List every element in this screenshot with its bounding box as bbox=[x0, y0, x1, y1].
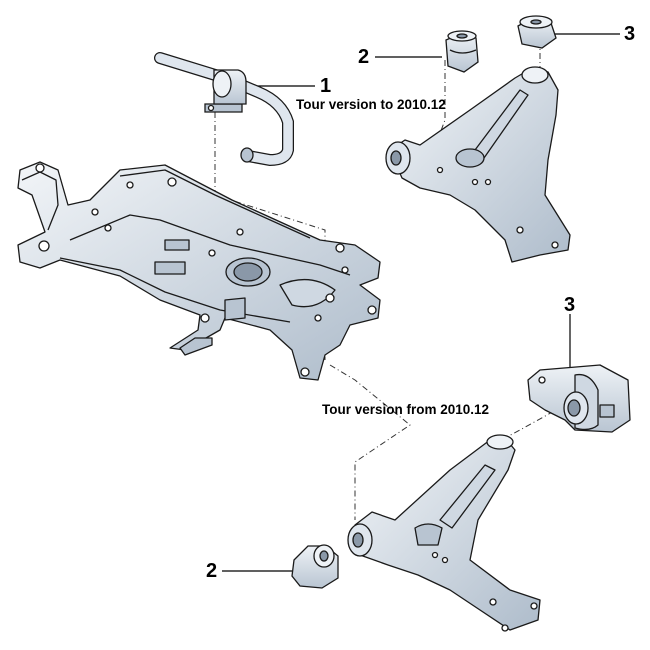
bracket-bushing-3-bottom bbox=[527, 364, 631, 433]
bushing-3-top bbox=[517, 15, 557, 49]
caption-from-2010: Tour version from 2010.12 bbox=[322, 402, 490, 417]
subframe bbox=[17, 161, 381, 381]
bushing-2-top bbox=[445, 30, 479, 73]
stabilizer-bar bbox=[154, 52, 294, 167]
callout-2-top: 2 bbox=[358, 46, 370, 68]
bushing-2-bottom bbox=[291, 544, 339, 589]
control-arm-top bbox=[385, 66, 571, 263]
callout-2-bottom: 2 bbox=[206, 560, 218, 582]
callout-3-bottom: 3 bbox=[564, 294, 576, 316]
callout-3-top: 3 bbox=[624, 23, 636, 45]
stabilizer-bushing bbox=[204, 69, 247, 113]
control-arm-bottom bbox=[347, 434, 541, 632]
caption-to-2010: Tour version to 2010.12 bbox=[296, 97, 446, 112]
callout-1: 1 bbox=[320, 75, 332, 97]
